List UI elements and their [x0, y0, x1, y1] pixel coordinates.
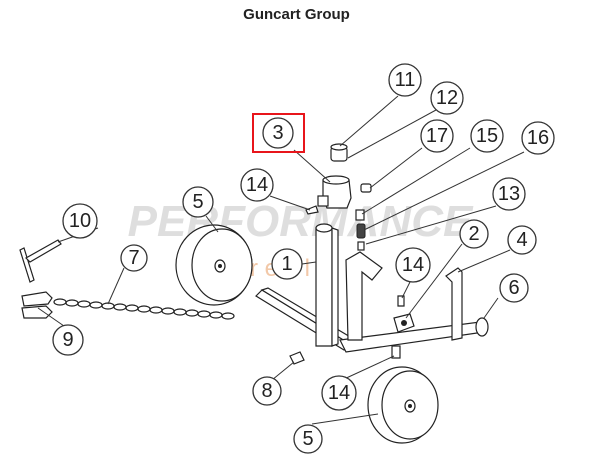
riser: [345, 251, 383, 341]
callout-label: 6: [508, 277, 519, 299]
callout-label: 5: [302, 428, 313, 450]
callout-9: 9: [52, 324, 84, 356]
callout-14-upper: 14: [240, 168, 274, 202]
callout-label: 15: [476, 125, 498, 147]
callout-13: 13: [492, 177, 526, 211]
callout-label: 8: [261, 380, 272, 402]
callout-7: 7: [120, 244, 148, 272]
bracket-4: [445, 267, 463, 341]
callout-label: 10: [69, 210, 91, 232]
highlight-box: [252, 113, 305, 153]
pin-10: [19, 239, 62, 283]
callout-8: 8: [252, 376, 282, 406]
clevis-9: [21, 291, 53, 319]
callout-label: 17: [426, 125, 448, 147]
bolt-8: [289, 351, 305, 365]
callout-5-left: 5: [182, 186, 214, 218]
callout-label: 9: [62, 329, 73, 351]
callout-label: 1: [281, 253, 292, 275]
callout-label: 11: [395, 69, 416, 91]
clamp-2: [393, 313, 415, 333]
callout-label: 12: [436, 87, 458, 109]
callout-label: 14: [246, 174, 268, 196]
callout-label: 14: [328, 382, 350, 404]
callout-6: 6: [499, 273, 529, 303]
bolt-14-lower: [391, 345, 401, 359]
callout-2: 2: [459, 219, 489, 249]
callout-label: 3: [272, 122, 283, 144]
parts-drawing: [19, 143, 489, 444]
callout-label: 5: [192, 191, 203, 213]
wheel-right: [367, 366, 439, 444]
callout-label: 4: [516, 229, 527, 251]
callout-5-bottom: 5: [293, 424, 323, 454]
callout-label: 2: [468, 223, 479, 245]
callout-label: 16: [527, 127, 549, 149]
callout-11: 11: [388, 63, 422, 97]
callout-17: 17: [420, 119, 454, 153]
diagram-title: Guncart Group: [243, 6, 350, 23]
callout-1: 1: [271, 248, 303, 280]
callout-3-highlighted: 3: [252, 113, 305, 153]
callout-label: 14: [402, 254, 424, 276]
wheel-left: [175, 224, 253, 306]
callout-4: 4: [507, 225, 537, 255]
callout-label: 13: [498, 183, 520, 205]
post-1: [315, 223, 339, 347]
callout-12: 12: [430, 81, 464, 115]
callout-10: 10: [62, 203, 98, 239]
callout-16: 16: [521, 121, 555, 155]
callout-15: 15: [470, 119, 504, 153]
callout-14-lower: 14: [321, 375, 357, 411]
chain-7: [53, 298, 235, 320]
bolt-14-upper: [305, 205, 319, 215]
callout-14-mid: 14: [395, 247, 431, 283]
callout-label: 7: [128, 247, 139, 269]
watermark-brand: PERFORMANCE: [128, 197, 474, 246]
bolt-14-mid: [397, 295, 405, 307]
